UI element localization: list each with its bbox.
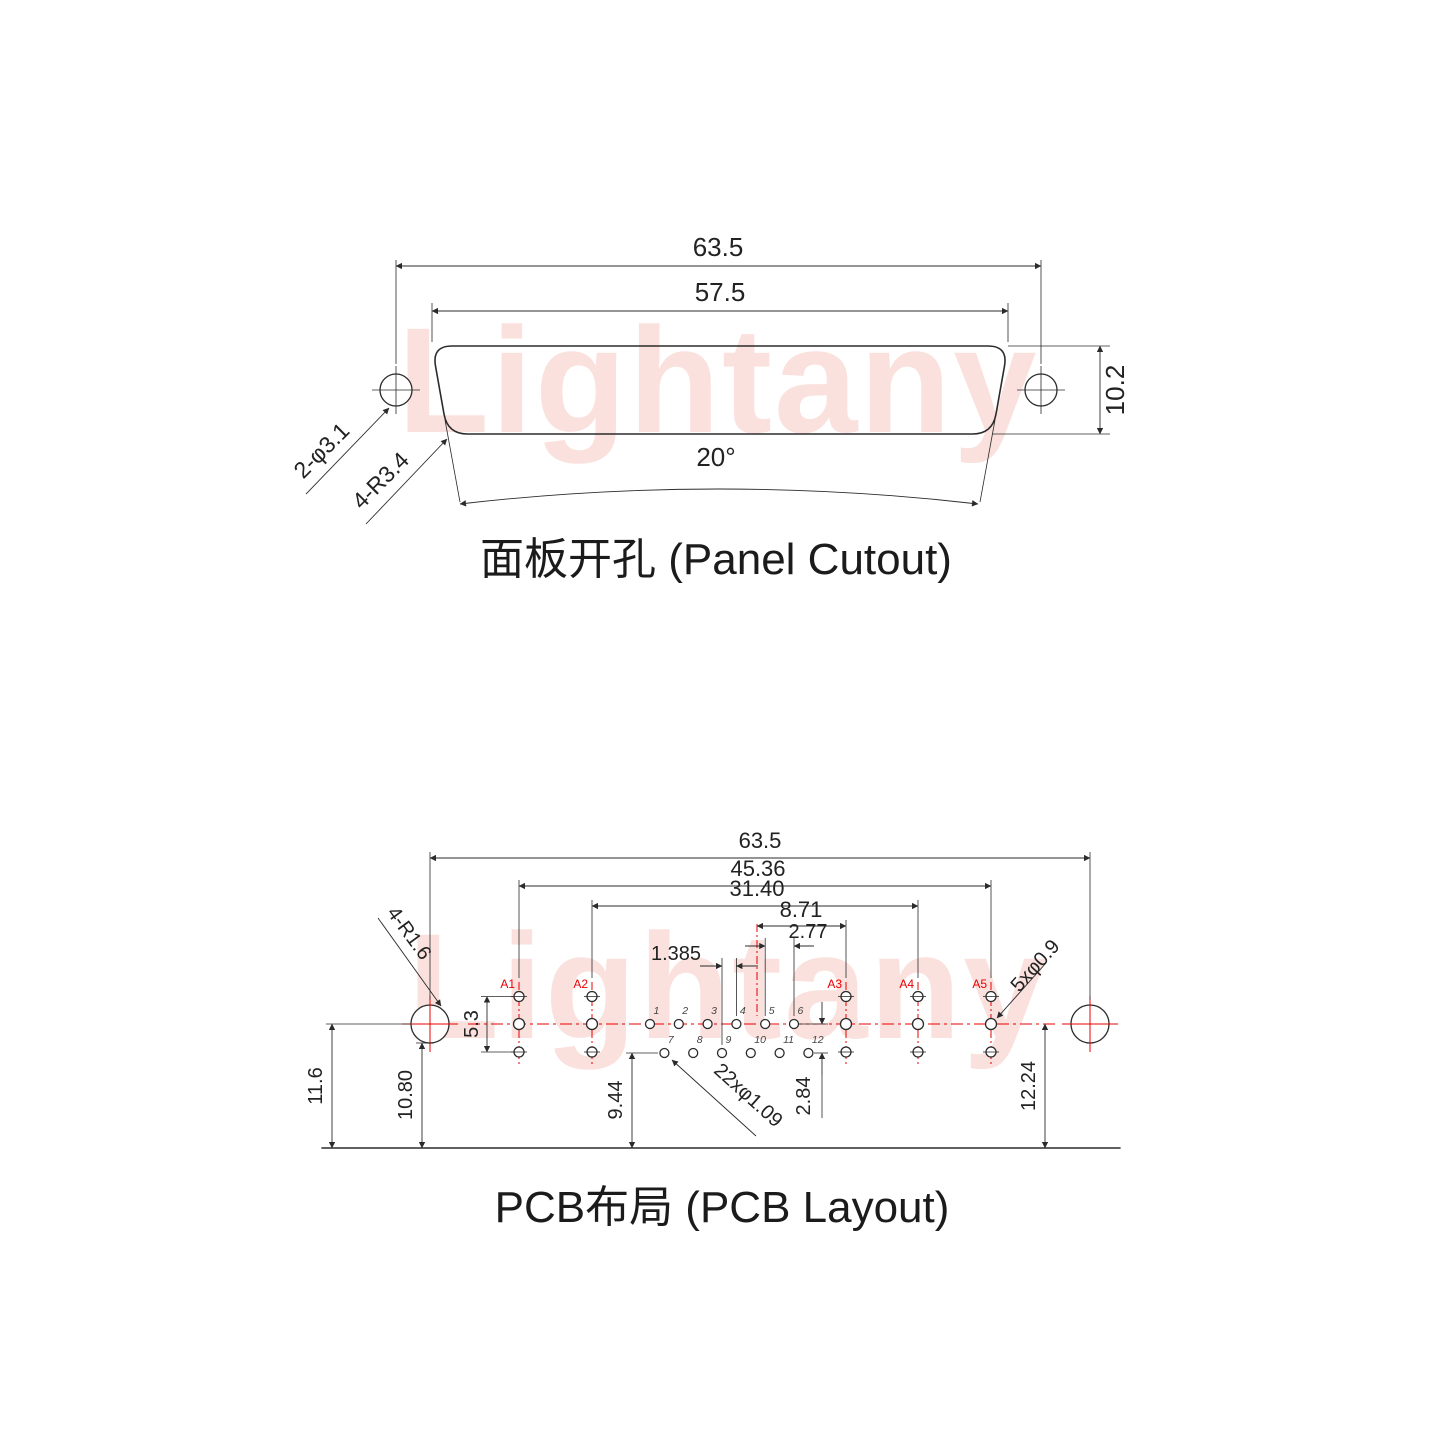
pin-number: 2	[681, 1005, 688, 1017]
coax-label: A1	[500, 977, 515, 991]
dim-text-a1-a5: 45.36	[730, 856, 785, 881]
dim-text-coax-span: 5.3	[461, 1010, 483, 1038]
pin-number: 9	[726, 1034, 732, 1046]
pin-number: 7	[668, 1034, 675, 1046]
dim-text-a2-a4: 31.40	[729, 876, 784, 901]
dim-offset: 1.385	[651, 943, 758, 1045]
dim-left-outer: 11.6	[305, 1023, 411, 1149]
dim-text-pitch: 2.77	[789, 921, 828, 943]
dim-text-pin-row: 9.44	[605, 1081, 627, 1120]
label-text-pin-holes: 22xφ1.09	[709, 1059, 786, 1132]
dim-text-left-outer: 11.6	[305, 1067, 327, 1104]
pin-hole	[659, 1047, 670, 1059]
pin-number: 1	[654, 1005, 660, 1017]
pin-number: 3	[711, 1005, 717, 1017]
dim-pin-row: 9.44	[605, 1052, 658, 1149]
dim-slot-width: 57.5	[431, 277, 1009, 342]
coax-contact-a5: A5	[972, 977, 999, 1064]
dim-overall-width: 63.5	[395, 232, 1042, 364]
pin-row-bottom: 7 8 9 10 11 12	[659, 1034, 824, 1059]
pin-number: 5	[769, 1005, 775, 1017]
coax-contact-a2: A2	[573, 977, 600, 1064]
pin-hole	[803, 1047, 814, 1059]
pcb-layout-title: PCB布局 (PCB Layout)	[495, 1183, 950, 1232]
label-pin-holes: 22xφ1.09	[671, 1059, 787, 1137]
pin-hole	[731, 1018, 742, 1030]
dim-angle: 20°	[444, 419, 996, 507]
dim-right: 12.24	[1018, 1023, 1049, 1149]
dim-text-pcb-overall: 63.5	[739, 828, 782, 853]
pin-hole	[745, 1047, 756, 1059]
pin-number: 10	[754, 1034, 766, 1046]
pin-hole	[702, 1018, 713, 1030]
pin-number: 11	[783, 1034, 794, 1046]
label-text-mount-holes: 2-φ3.1	[288, 417, 354, 483]
coax-contact-a4: A4	[899, 977, 926, 1064]
dim-text-height: 10.2	[1100, 365, 1130, 416]
pin-hole	[788, 1018, 800, 1030]
left-mount-hole	[372, 366, 420, 414]
coax-contact-a1: A1	[500, 977, 527, 1064]
dim-left-inner: 10.80	[395, 1042, 432, 1149]
pin-number: 8	[697, 1034, 703, 1046]
coax-label: A4	[899, 977, 914, 991]
pin-hole	[644, 1018, 656, 1030]
pin-hole	[774, 1047, 785, 1059]
dim-height: 10.2	[992, 345, 1130, 435]
pin-number: 6	[798, 1005, 804, 1017]
pcb-right-mount-hole	[1062, 996, 1118, 1052]
coax-contact-a3: A3	[827, 977, 854, 1064]
dim-row-gap: 2.84	[793, 1002, 828, 1118]
dim-text-center-a3: 8.71	[780, 897, 823, 922]
pin-number: 4	[740, 1005, 746, 1017]
coax-label: A5	[972, 977, 987, 991]
coax-label: A2	[573, 977, 588, 991]
dim-pitch: 2.77	[745, 921, 827, 1016]
panel-cutout-title: 面板开孔 (Panel Cutout)	[480, 535, 952, 584]
coax-label: A3	[827, 977, 842, 991]
label-text-corner-radius: 4-R3.4	[347, 447, 414, 514]
pin-hole	[688, 1047, 699, 1059]
dim-text-angle: 20°	[696, 442, 735, 472]
watermark-text: Lightany	[398, 296, 1039, 464]
cutout-outline	[434, 345, 1006, 435]
pcb-layout-view: A1 A2 A3 A4	[305, 828, 1121, 1232]
dim-text-offset: 1.385	[651, 943, 701, 965]
right-mount-hole	[1017, 366, 1065, 414]
watermark-text: Lightany	[408, 902, 1049, 1070]
pin-hole	[716, 1047, 728, 1059]
dim-text-overall-width: 63.5	[693, 232, 744, 262]
dim-text-left-inner: 10.80	[395, 1070, 417, 1120]
pin-hole	[673, 1018, 684, 1030]
pin-number: 12	[812, 1034, 824, 1046]
dim-coax-span: 5.3	[461, 996, 513, 1053]
dim-pcb-overall: 63.5	[429, 828, 1091, 1000]
dim-text-slot-width: 57.5	[695, 277, 746, 307]
pin-row-top: 1 2 3 4 5 6	[644, 1005, 804, 1030]
dim-a1-a5: 45.36	[518, 856, 992, 978]
pin-hole	[760, 1018, 771, 1030]
dim-text-right: 12.24	[1018, 1061, 1040, 1111]
dim-center-a3: 8.71	[756, 897, 847, 978]
dim-text-row-gap: 2.84	[793, 1077, 815, 1116]
dim-a2-a4: 31.40	[591, 876, 919, 978]
